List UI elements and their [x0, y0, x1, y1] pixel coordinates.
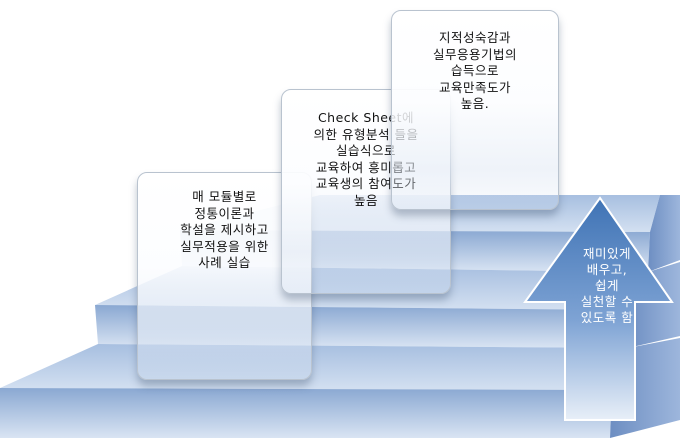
- step-1-front: [0, 388, 612, 438]
- arrow-caption-line: 쉽게: [594, 278, 619, 293]
- step-3-line: 실무응용기법의: [432, 46, 517, 62]
- arrow-caption-line: 실천할 수: [580, 294, 634, 309]
- step-3-card: 지적성숙감과 실무응용기법의 습득으로 교육만족도가 높음.: [391, 10, 559, 210]
- up-arrow-icon: [523, 196, 674, 421]
- step-1-line: 매 모듈별로: [192, 189, 257, 204]
- step-2-line: 실습식으로: [335, 143, 396, 158]
- step-2-line: Check Sheet에: [317, 110, 415, 125]
- step-1-line: 학설을 제시하고: [180, 222, 269, 237]
- step-2-line: 교육생의 참여도가: [315, 176, 417, 191]
- step-1-line: 실무적용을 위한: [180, 238, 269, 254]
- step-2-side: [628, 262, 680, 348]
- step-1-line: 사례 실습: [198, 255, 251, 270]
- step-3-side: [648, 195, 680, 272]
- arrow-caption-line: 있도록 함: [580, 310, 634, 325]
- step-2-line: 교육하여 흥미롭고: [315, 159, 417, 175]
- step-2-line: 높음: [353, 192, 378, 208]
- arrow-caption-line: 재미있게: [582, 246, 631, 261]
- step-1-top: [0, 344, 628, 390]
- arrow-caption-line: 배우고,: [586, 262, 628, 277]
- step-3-line: 습득으로: [450, 63, 499, 78]
- step-3-line: 교육만족도가: [438, 79, 511, 95]
- arrow-caption: 재미있게 배우고, 쉽게 실천할 수 있도록 함: [552, 246, 662, 326]
- step-1-line: 정통이론과: [194, 205, 255, 221]
- step-3-line: 지적성숙감과: [438, 30, 511, 45]
- step-2-card: Check Sheet에 의한 유형분석 들을 실습식으로 교육하여 흥미롭고 …: [281, 89, 451, 294]
- step-3-line: 높음.: [460, 96, 490, 111]
